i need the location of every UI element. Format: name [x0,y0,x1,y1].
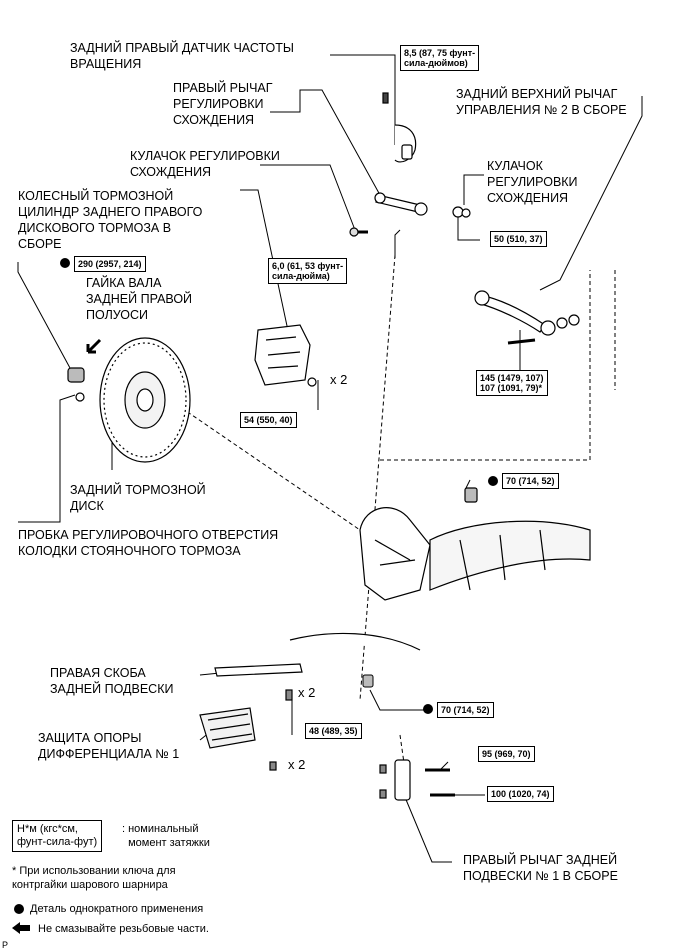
leader-torque-50 [457,215,480,241]
single-use-icon-nut-upper [488,476,498,486]
label-lower-arm: ПРАВЫЙ РЫЧАГ ЗАДНЕЙ ПОДВЕСКИ № 1 В СБОРЕ [463,853,618,883]
dashed-axis-3 [169,399,361,531]
torque-lower-arm-2: 100 (1020, 74) [487,786,554,802]
label-upper-arm: ЗАДНИЙ ВЕРХНИЙ РЫЧАГ УПРАВЛЕНИЯ № 2 В СБ… [456,87,627,117]
single-use-icon-axle-nut [60,258,70,268]
leader-torque-70b [369,689,430,711]
leader-caliper [240,189,291,341]
corner-mark: P [2,940,9,950]
label-diff-guard: ЗАЩИТА ОПОРЫ ДИФФЕРЕНЦИАЛА № 1 [38,731,180,761]
torque-axle-nut: 290 (2957, 214) [74,256,146,272]
legend-arrow-icon [12,922,30,934]
legend-unit-desc: : номинальный момент затяжки [122,823,210,849]
multiplier-bracket: x 2 [298,685,316,700]
torque-toe-cam-right: 50 (510, 37) [490,231,547,247]
label-plug: ПРОБКА РЕГУЛИРОВОЧНОГО ОТВЕРСТИЯ КОЛОДКИ… [18,528,279,558]
toe-arm-part [349,192,428,237]
leader-lower-arm [401,789,452,863]
leader-axle-nut [17,262,71,369]
torque-nut-upper: 70 (714, 52) [502,473,559,489]
label-disc: ЗАДНИЙ ТОРМОЗНОЙ ДИСК [70,483,206,513]
bracket-part [214,663,303,701]
torque-caliper: 54 (550, 40) [240,412,297,428]
torque-upper-arm: 145 (1479, 107) 107 (1091, 79)* [476,370,548,396]
axle-nut-part [67,338,102,383]
label-toe-cam-left: КУЛАЧОК РЕГУЛИРОВКИ СХОЖДЕНИЯ [130,149,280,179]
label-caliper: КОЛЕСНЫЙ ТОРМОЗНОЙ ЦИЛИНДР ЗАДНЕГО ПРАВО… [18,189,203,251]
speed-sensor-part [382,92,417,163]
legend-single-use-icon [14,904,24,914]
caliper-part [254,324,317,387]
legend-unit-box: Н*м (кгс*см, фунт-сила-фут) [12,820,103,852]
upper-arm-part [474,290,580,345]
knuckle-assembly [289,487,591,651]
label-bracket: ПРАВАЯ СКОБА ЗАДНЕЙ ПОДВЕСКИ [50,666,174,696]
torque-bracket-bolt: 48 (489, 35) [305,723,362,739]
torque-lower-arm-1: 95 (969, 70) [478,746,535,762]
leader-plug [18,394,76,523]
brake-disc-part [75,337,191,463]
label-toe-cam-right: КУЛАЧОК РЕГУЛИРОВКИ СХОЖДЕНИЯ [487,159,578,205]
torque-toe-arm-nut: 6,0 (61, 53 фунт- сила-дюйма) [268,258,348,284]
torque-sensor-bolt: 8,5 (87, 75 фунт- сила-дюймов) [400,45,480,71]
legend-single-use: Деталь однократного применения [30,903,204,915]
label-toe-arm: ПРАВЫЙ РЫЧАГ РЕГУЛИРОВКИ СХОЖДЕНИЯ [173,81,273,127]
torque-nut-lower: 70 (714, 52) [437,702,494,718]
leader-toe-cam-left [260,164,356,231]
toe-cam-right-part [452,206,471,218]
leader-toe-arm [270,89,381,196]
legend-note: * При использовании ключа для контргайки… [12,865,176,891]
label-speed-sensor: ЗАДНИЙ ПРАВЫЙ ДАТЧИК ЧАСТОТЫ ВРАЩЕНИЯ [70,41,294,71]
label-axle-nut: ГАЙКА ВАЛА ЗАДНЕЙ ПРАВОЙ ПОЛУОСИ [86,276,193,322]
legend-no-lube: Не смазывайте резьбовые части. [38,923,209,935]
lower-arm-part [379,759,455,801]
dashed-axis-1 [359,254,396,701]
multiplier-caliper: x 2 [330,372,348,387]
leader-torque-6 [394,229,401,258]
leader-speed-sensor [330,54,396,145]
dashed-axis-2 [380,270,591,461]
leader-upper-arm [539,96,643,291]
multiplier-diff: x 2 [288,757,306,772]
diff-guard-part [199,707,277,771]
leader-toe-cam-right [463,174,484,205]
nut-lower-part [362,674,374,688]
single-use-icon-nut-lower [423,704,433,714]
